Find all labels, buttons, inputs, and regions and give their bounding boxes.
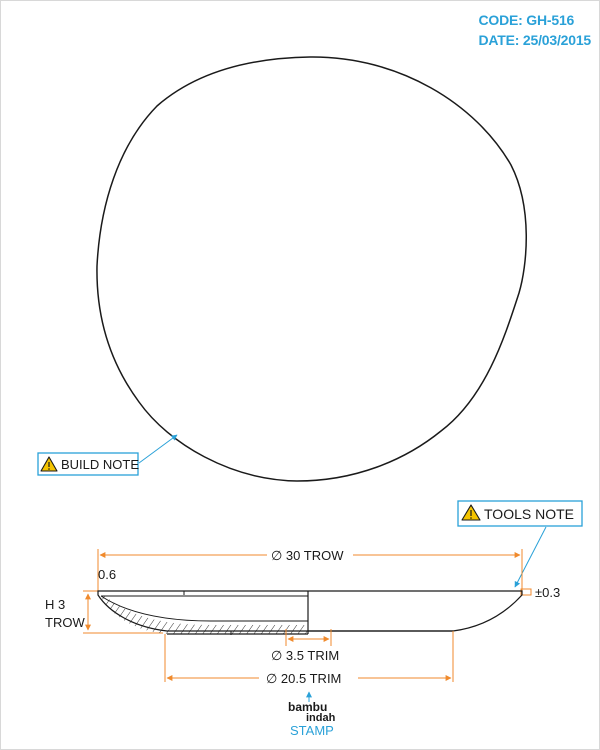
top-view-outline: [96, 56, 527, 482]
inner-trim-label: ∅ 3.5 TRIM: [271, 648, 339, 663]
side-section-view: [97, 590, 523, 635]
tolerance-marker: [520, 588, 532, 596]
tools-note: TOOLS NOTE: [457, 500, 583, 527]
tools-note-label: TOOLS NOTE: [484, 506, 574, 522]
stamp-label: STAMP: [290, 723, 334, 738]
warning-icon: [461, 504, 481, 521]
stamp-brand-line2: indah: [306, 712, 336, 724]
overall-diameter-label: ∅ 30 TROW: [271, 548, 344, 563]
stamp-mark: bambu indah STAMP: [288, 691, 336, 738]
build-note: BUILD NOTE: [37, 452, 139, 476]
stamp-brand-line1: bambu: [288, 700, 327, 714]
warning-icon: [40, 456, 58, 472]
base-trim-label: ∅ 20.5 TRIM: [266, 671, 341, 686]
drawing-code: CODE: GH-516: [478, 12, 575, 28]
height-label-line1: H 3: [45, 597, 65, 612]
tools-note-leader: [514, 526, 547, 588]
build-note-label: BUILD NOTE: [61, 457, 139, 472]
height-label-line2: TROW: [45, 615, 85, 630]
drawing-date: DATE: 25/03/2015: [478, 32, 592, 48]
rim-thickness-label: 0.6: [98, 567, 116, 582]
section-inner-curve: [100, 595, 308, 622]
build-note-leader: [138, 434, 178, 464]
title-block: CODE: GH-516 DATE: 25/03/2015: [479, 10, 592, 50]
section-hatch: [101, 593, 308, 634]
tolerance-label: ±0.3: [535, 585, 560, 600]
